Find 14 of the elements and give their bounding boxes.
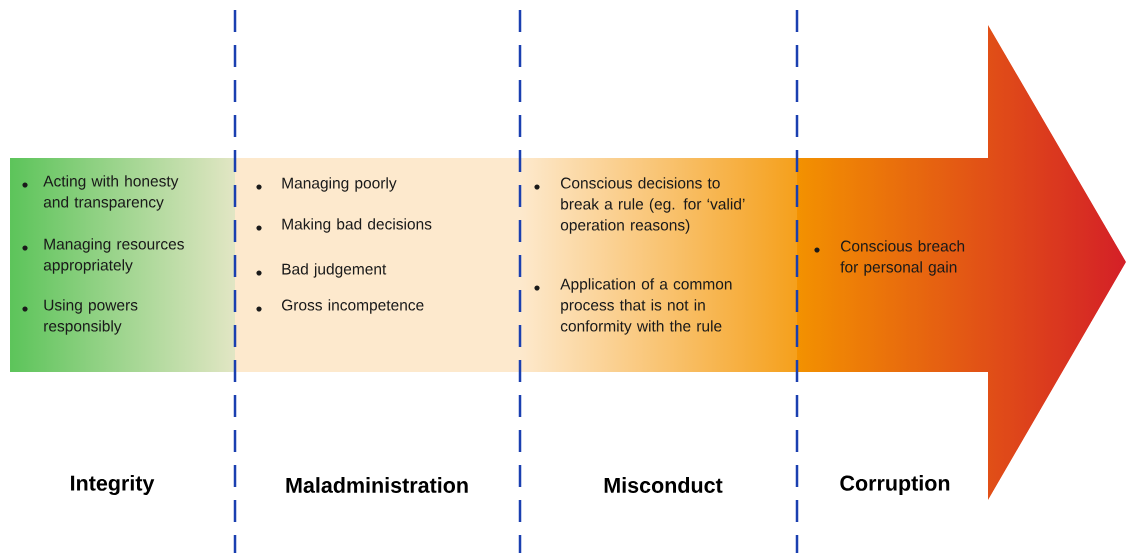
bullet-text: Managing resources appropriately (43, 238, 184, 274)
bullet-text: Bad judgement (282, 263, 387, 278)
column-heading: Maladministration (286, 477, 468, 493)
bullet-text: Using powers responsibly (44, 299, 138, 335)
bullet-text: Gross incompetence (282, 299, 424, 314)
bullet-text: Conscious decisions to break a rule (eg. for ‘valid’ operation reasons) (560, 177, 745, 234)
column-heading: Integrity (71, 474, 155, 496)
column-heading: Misconduct (604, 477, 723, 493)
bullet-text: Acting with honesty and transparency (43, 175, 179, 211)
column-heading: Corruption (840, 475, 950, 495)
bullet-text: Making bad decisions (282, 218, 432, 233)
bullet-text: Application of a common process that is not in conformity with the rule (560, 278, 732, 335)
bullet-text: Managing poorly (282, 177, 397, 192)
bullet-text: Conscious breach for personal gain (840, 240, 965, 276)
